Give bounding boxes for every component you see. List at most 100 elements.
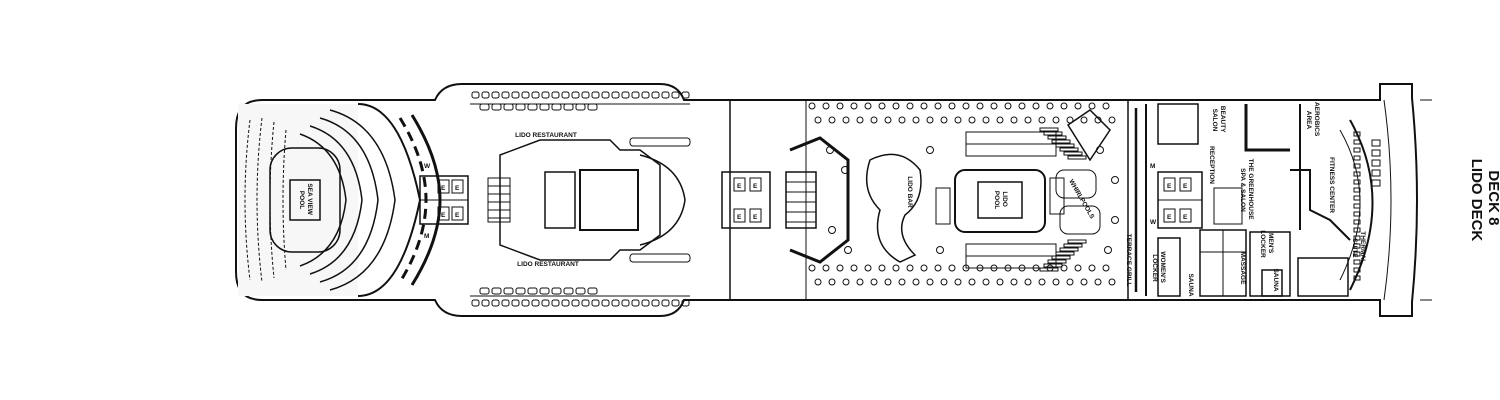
svg-text:THE GREENHOUSE SPA & SALON: THE GREENHOUSE SPA & SALON (1239, 159, 1254, 222)
deck-table (850, 102, 858, 110)
restaurant-table (561, 299, 570, 307)
restaurant-table (611, 299, 620, 307)
deck-table (1102, 102, 1110, 110)
deck-table (864, 102, 872, 110)
restaurant-table (491, 91, 500, 99)
elevator-aft-2-label: E (455, 185, 460, 192)
sun-lounger (1043, 263, 1063, 268)
restaurant-table (481, 299, 490, 307)
forward-lobby (1145, 104, 1203, 296)
deck-table (892, 102, 900, 110)
elevator-mid-3-label: E (737, 214, 742, 221)
fitness-equipment (1371, 149, 1381, 157)
sun-lounger (1059, 147, 1079, 152)
deck-table (968, 116, 976, 124)
elevator-mid-2-label: E (753, 183, 758, 190)
restaurant-table (541, 299, 550, 307)
sun-lounger (1051, 255, 1071, 260)
beauty-salon-label-2: SALON (1211, 109, 1218, 132)
deck-table (1111, 216, 1119, 224)
aerobics-label-2: AREA (1305, 111, 1312, 130)
sun-lounger (1047, 135, 1067, 140)
svg-text:DECK 8 LIDO DECK: DECK 8 LIDO DECK (1468, 159, 1500, 242)
deck-table (1004, 102, 1012, 110)
fitness-equipment (1371, 139, 1381, 147)
sauna-left-label: SAUNA (1187, 273, 1194, 296)
deck-table (982, 278, 990, 286)
deck-table (892, 264, 900, 272)
mens-locker-label-1: MEN'S (1267, 233, 1274, 254)
deck-table (826, 146, 834, 154)
restaurant-table (515, 287, 526, 295)
restaurant-table (631, 299, 640, 307)
elevator-aft-3-label: E (441, 212, 446, 219)
elevator-mid-4-label: E (753, 214, 758, 221)
lido-pool-label-2: POOL (993, 191, 1000, 209)
sun-lounger (1039, 267, 1059, 272)
restaurant-table (661, 91, 670, 99)
elevator-aft-1 (437, 179, 450, 194)
restaurant-table (661, 299, 670, 307)
aft-lobby (398, 114, 469, 286)
deck-table (906, 102, 914, 110)
restaurant-table (611, 91, 620, 99)
restaurant-table (641, 91, 650, 99)
deck-table (962, 264, 970, 272)
men-restroom-aft: M (424, 233, 429, 240)
deck-table (1102, 264, 1110, 272)
deck-table (870, 278, 878, 286)
restaurant-table (501, 91, 510, 99)
elevator-mid-1 (733, 177, 746, 192)
fitness-equipment (1353, 195, 1361, 201)
fitness-equipment (1353, 267, 1361, 273)
deck-table (856, 116, 864, 124)
restaurant-table (681, 91, 690, 99)
restaurant-table (621, 91, 630, 99)
sun-lounger (1059, 247, 1079, 252)
deck-table (828, 226, 836, 234)
deck-table (936, 246, 944, 254)
fitness-equipment (1353, 139, 1361, 145)
deck-table (926, 278, 934, 286)
restaurant-table (491, 103, 502, 111)
deck-table (940, 116, 948, 124)
lido-pool-label-1: LIDO (1001, 191, 1008, 207)
fitness-equipment (1353, 187, 1361, 193)
fitness-equipment (1353, 179, 1361, 185)
deck-table (990, 102, 998, 110)
women-restroom-fwd: W (1150, 219, 1157, 226)
restaurant-table (479, 287, 490, 295)
restaurant-table (531, 299, 540, 307)
deck-table (962, 102, 970, 110)
deck-table (1066, 116, 1074, 124)
deck-table (1088, 102, 1096, 110)
restaurant-table (575, 287, 586, 295)
deck-table (808, 264, 816, 272)
elevator-aft-4-label: E (455, 212, 460, 219)
sun-lounger (1055, 251, 1075, 256)
mens-locker-label-2: LOCKER (1259, 230, 1266, 258)
sea-view-pool-label-1: SEA VIEW (306, 183, 313, 215)
deck-table (864, 264, 872, 272)
deck-table (990, 264, 998, 272)
restaurant-table (503, 103, 514, 111)
restaurant-table (527, 287, 538, 295)
sauna-right-label: SAUNA (1272, 268, 1279, 291)
restaurant-table (651, 299, 660, 307)
restaurant-table (503, 287, 514, 295)
deck-table (954, 116, 962, 124)
restaurant-table (601, 299, 610, 307)
deck-table (920, 264, 928, 272)
lido-bar-label: LIDO BAR (906, 176, 913, 208)
restaurant-table (521, 299, 530, 307)
elevator-fwd-2 (1179, 177, 1192, 192)
sun-lounger (1047, 259, 1067, 264)
sun-lounger (1051, 139, 1071, 144)
beauty-salon-label-1: BEAUTY (1219, 106, 1226, 133)
fitness-equipment (1353, 227, 1361, 233)
elevator-mid-4 (749, 208, 762, 223)
deck-table (996, 278, 1004, 286)
deck-table (1108, 278, 1116, 286)
deck-table (1108, 116, 1116, 124)
deck-table (842, 116, 850, 124)
